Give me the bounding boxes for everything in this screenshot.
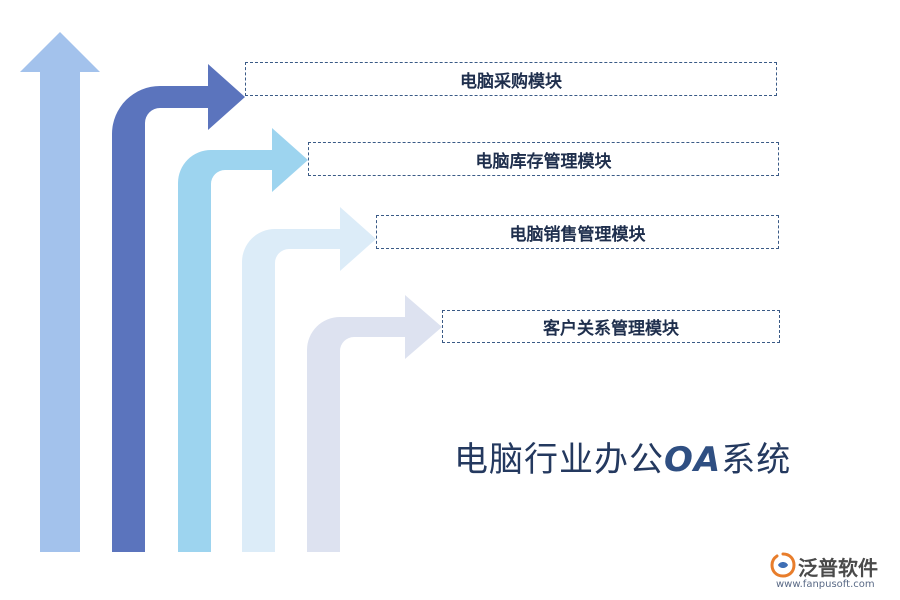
title-oa: OA [664, 440, 722, 480]
brand-url: www.fanpusoft.com [776, 579, 875, 590]
straight-arrow [20, 32, 100, 552]
module-box-procurement: 电脑采购模块 [245, 62, 777, 96]
brand-name: 泛普软件 [798, 556, 878, 580]
title-main: 电脑行业办公 [454, 440, 664, 480]
module-label: 电脑采购模块 [460, 71, 562, 92]
module-label: 电脑库存管理模块 [475, 151, 612, 172]
module-box-sales: 电脑销售管理模块 [376, 215, 779, 249]
bent-arrow-1 [112, 64, 245, 552]
brand-logo-icon [770, 552, 796, 578]
module-label: 客户关系管理模块 [543, 319, 679, 339]
brand-logo: 泛普软件 www.fanpusoft.com [770, 552, 895, 596]
bent-arrow-4 [307, 295, 442, 552]
bent-arrow-2 [178, 128, 308, 552]
module-box-crm: 客户关系管理模块 [442, 310, 780, 343]
bent-arrow-3 [242, 207, 376, 552]
module-label: 电脑销售管理模块 [509, 224, 646, 245]
title-end: 系统 [721, 440, 792, 480]
diagram-title: 电脑行业办公OA系统 [454, 432, 791, 481]
module-box-inventory: 电脑库存管理模块 [308, 142, 779, 176]
